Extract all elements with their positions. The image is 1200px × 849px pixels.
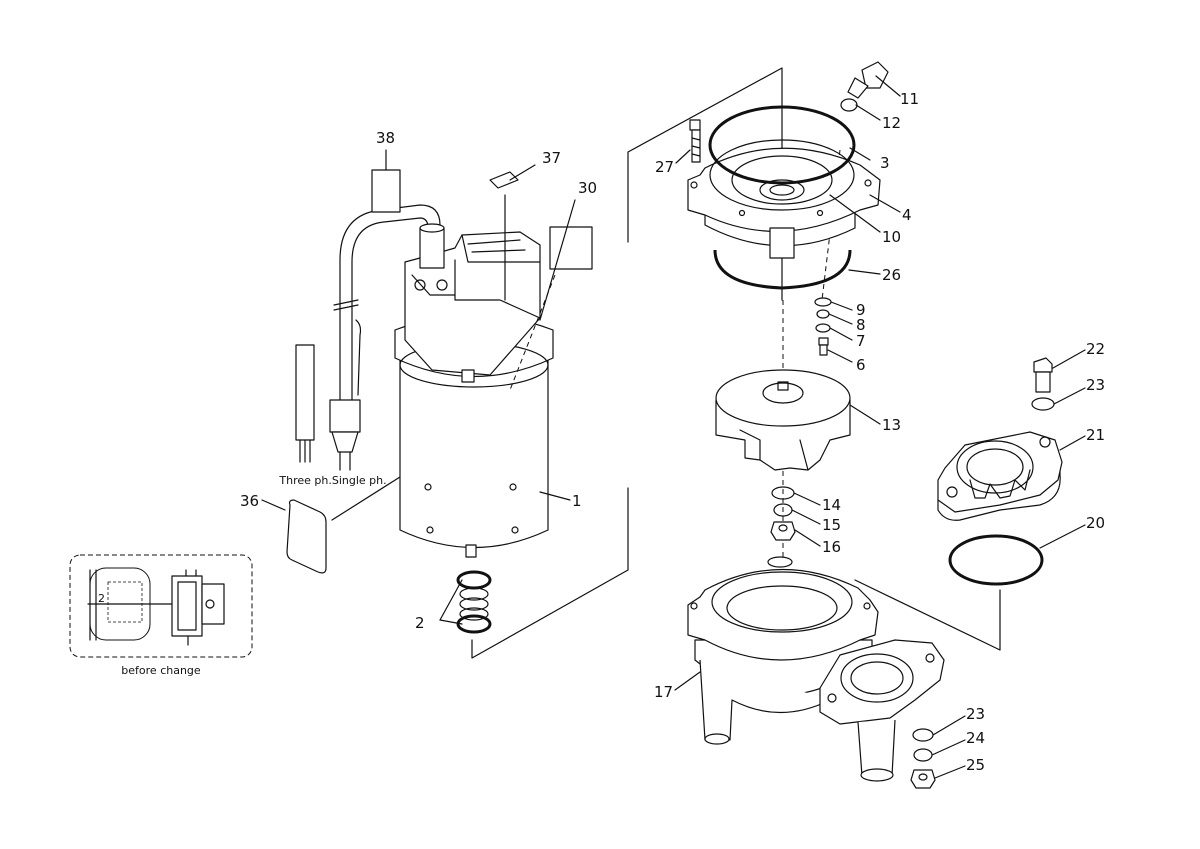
washer-24 — [913, 748, 933, 762]
part-label-8: 8 — [856, 316, 866, 334]
bolt-27 — [689, 119, 701, 163]
washer-7 — [815, 323, 831, 333]
nut-25 — [910, 769, 936, 789]
part-label-13: 13 — [882, 416, 901, 434]
part-label-37: 37 — [542, 149, 561, 167]
o-ring-3 — [708, 105, 856, 185]
part-label-26: 26 — [882, 266, 901, 284]
cover-plate-36 — [286, 499, 327, 574]
inset-caption: before change — [121, 664, 201, 677]
part-label-2: 2 — [415, 614, 425, 632]
part-label-17: 17 — [654, 683, 673, 701]
part-label-9: 9 — [856, 301, 866, 319]
part-label-7: 7 — [856, 332, 866, 350]
washer-8 — [816, 309, 830, 319]
part-label-24: 24 — [966, 729, 985, 747]
part-label-20: 20 — [1086, 514, 1105, 532]
part-label-30: 30 — [578, 179, 597, 197]
part-label-15: 15 — [822, 516, 841, 534]
part-label-4: 4 — [902, 206, 912, 224]
part-label-14: 14 — [822, 496, 841, 514]
nut-16 — [770, 521, 796, 541]
part-label-11: 11 — [900, 90, 919, 108]
part-label-38: 38 — [376, 129, 395, 147]
part-label-12: 12 — [882, 114, 901, 132]
bolt-11 — [847, 61, 889, 99]
bolt-22 — [1033, 357, 1053, 393]
name-plate-30 — [549, 226, 593, 270]
pump-casing-17 — [687, 556, 945, 782]
label-plate-37 — [489, 171, 519, 189]
part-label-25: 25 — [966, 756, 985, 774]
part-label-3: 3 — [880, 154, 890, 172]
washer-23-lower — [912, 728, 934, 742]
part-label-22: 22 — [1086, 340, 1105, 358]
part-label-21: 21 — [1086, 426, 1105, 444]
part-label-23-lower: 23 — [966, 705, 985, 723]
cable-tag-38 — [371, 169, 401, 213]
part-label-23-upper: 23 — [1086, 376, 1105, 394]
flange-21 — [937, 431, 1063, 521]
o-ring-26 — [713, 249, 852, 290]
cable-caption: Three ph.Single ph. — [278, 474, 386, 487]
o-ring-12 — [840, 98, 858, 112]
mechanical-seal-2 — [456, 570, 492, 634]
part-label-6: 6 — [856, 356, 866, 374]
leader-lines — [261, 75, 1086, 779]
part-label-16: 16 — [822, 538, 841, 556]
inset-dimension: 2 — [98, 592, 105, 605]
part-label-1: 1 — [572, 492, 582, 510]
part-label-27: 27 — [655, 158, 674, 176]
o-ring-9 — [814, 297, 832, 307]
part-label-10: 10 — [882, 228, 901, 246]
motor-assembly: Three ph.Single ph. — [278, 204, 554, 558]
o-ring-20 — [948, 534, 1044, 586]
bolt-6 — [818, 337, 829, 356]
part-label-36: 36 — [240, 492, 259, 510]
washer-23-upper — [1031, 397, 1055, 411]
before-change-inset: 2 before change — [69, 554, 253, 677]
impeller-13 — [715, 369, 851, 471]
part-labels: 1 2 3 4 6 7 8 9 10 11 12 13 14 15 16 17 … — [240, 90, 1105, 774]
upper-casing-4 — [687, 139, 881, 259]
